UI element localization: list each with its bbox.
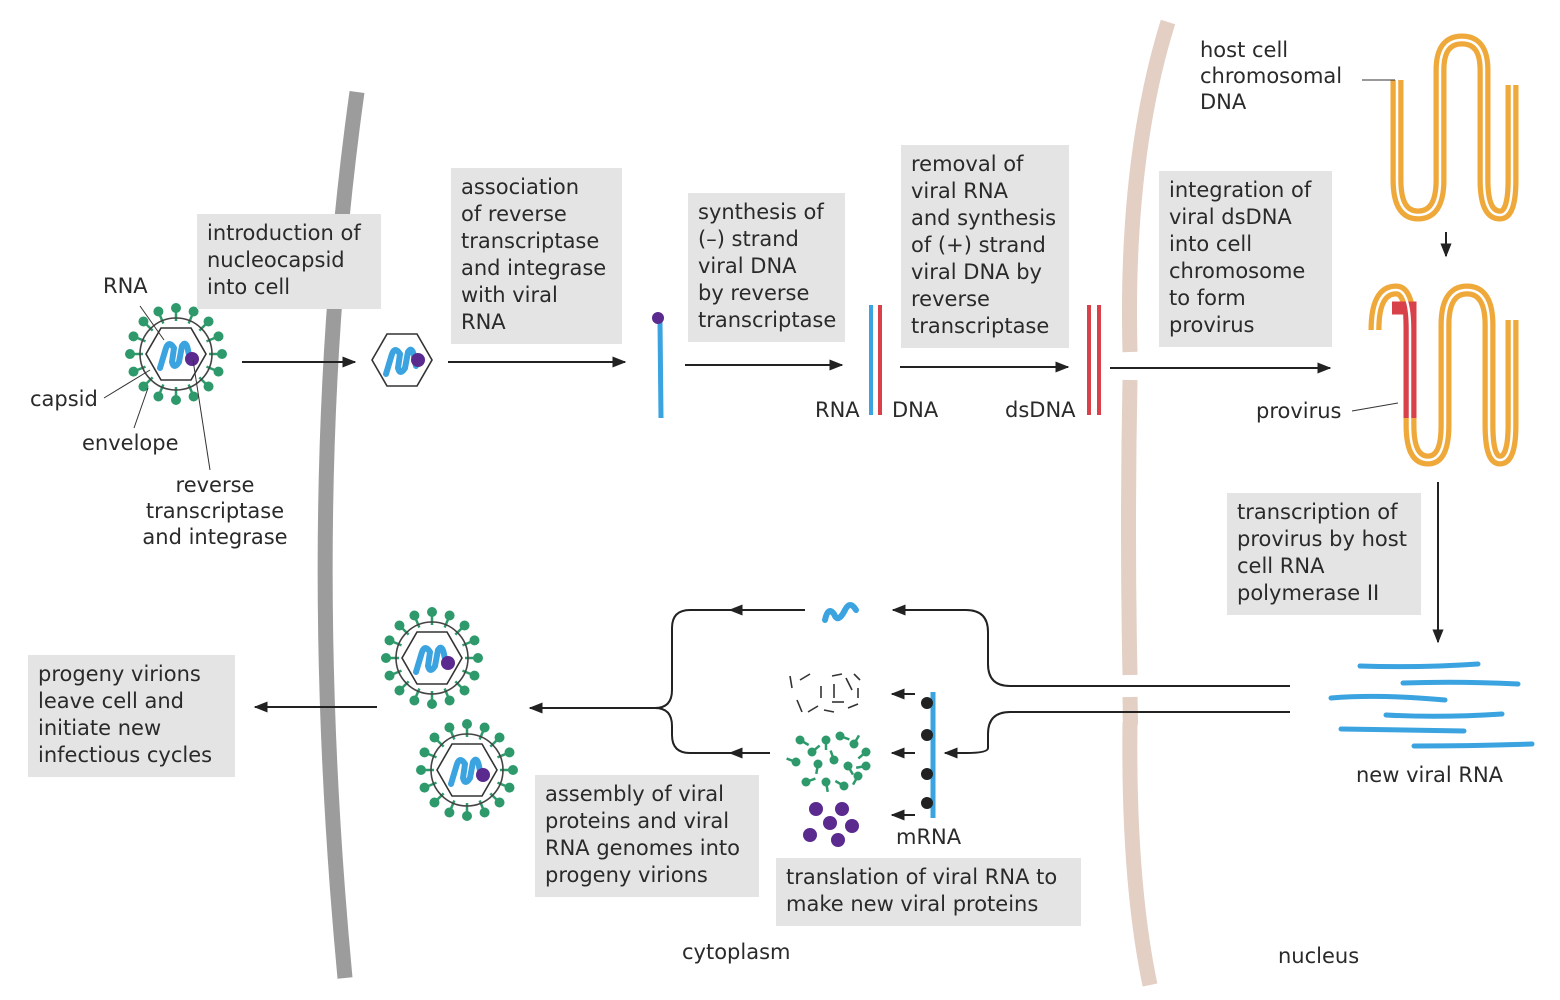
leader-rna: [139, 305, 165, 341]
step-transcription: transcription of provirus by host cell R…: [1227, 493, 1421, 615]
envelope-protein-head: [821, 735, 831, 745]
label-dsdna: dsDNA: [1005, 398, 1076, 422]
translation-arrows: [890, 688, 915, 821]
label-new-viral-rna: new viral RNA: [1356, 763, 1504, 787]
step-plus-strand-synthesis: removal of viral RNA and synthesis of (+…: [901, 145, 1069, 348]
label-rna-virion: RNA: [103, 274, 148, 298]
envelope-protein-head: [843, 761, 853, 771]
label-nucleus: nucleus: [1278, 944, 1360, 968]
progeny-virion-1: [381, 607, 483, 709]
step-release: progeny virions leave cell and initiate …: [28, 655, 235, 777]
capsid-proteins: [789, 673, 861, 713]
step-translation: translation of viral RNA to make new vir…: [776, 858, 1081, 926]
nuclear-envelope-bottom: [1122, 721, 1158, 987]
viral-rna-strand: [657, 321, 664, 419]
nuclear-envelope-middle: [1121, 379, 1138, 676]
envelope-protein-head: [839, 781, 849, 791]
plasma-membrane: [317, 90, 365, 979]
leader-capsid: [103, 369, 151, 399]
envelope-proteins: [786, 731, 871, 793]
envelope-protein-head: [829, 755, 839, 765]
label-envelope: envelope: [82, 431, 179, 455]
leader-envelope: [133, 387, 149, 429]
envelope-protein-head: [801, 777, 811, 787]
step-minus-strand-synthesis: synthesis of (–) strand viral DNA by rev…: [688, 193, 845, 342]
envelope-protein-head: [807, 747, 817, 757]
nuclear-envelope-upper: [1121, 19, 1176, 353]
envelope-protein-head: [849, 739, 859, 749]
label-hybrid-dna: DNA: [892, 398, 939, 422]
envelope-protein-head: [861, 761, 871, 771]
leader-provirus: [1351, 402, 1399, 412]
enzyme-proteins: [803, 802, 859, 847]
new-viral-rna: [1328, 661, 1535, 749]
step-introduction: introduction of nucleocapsid into cell: [197, 214, 381, 309]
progeny-virion-2: [416, 719, 518, 821]
envelope-protein-head: [853, 771, 863, 781]
assembly-bracket-bottom: [654, 707, 770, 754]
envelope-protein-head: [791, 757, 801, 767]
label-capsid: capsid: [30, 387, 98, 411]
envelope-protein-head: [813, 759, 823, 769]
ribosomes: [921, 697, 933, 809]
step-integration: integration of viral dsDNA into cell chr…: [1159, 171, 1332, 347]
label-enzymes: reverse transcriptase and integrase: [142, 473, 288, 549]
assembly-bracket-top: [654, 609, 805, 709]
envelope-protein-head: [835, 731, 845, 741]
nucleocapsid: [371, 333, 433, 387]
label-hybrid-rna: RNA: [815, 398, 860, 422]
step-association: association of reverse transcriptase and…: [451, 168, 622, 344]
envelope-protein-head: [795, 735, 805, 745]
export-path-to-mrna: [943, 711, 1290, 759]
chromosome-with-provirus: [1368, 283, 1519, 467]
host-chromosome: [1390, 33, 1519, 222]
envelope-protein-head: [861, 747, 871, 757]
export-path-to-genome: [891, 604, 1290, 687]
label-provirus: provirus: [1256, 399, 1342, 423]
enzyme-dot: [652, 312, 664, 324]
label-host-dna: host cell chromosomal DNA: [1200, 38, 1343, 114]
nuclear-envelope-lower: [1122, 696, 1138, 731]
envelope-protein-head: [821, 777, 831, 787]
virion-extracellular: [125, 303, 227, 405]
leader-enzymes: [192, 359, 211, 471]
label-cytoplasm: cytoplasm: [682, 940, 791, 964]
label-mrna: mRNA: [896, 825, 962, 849]
step-assembly: assembly of viral proteins and viral RNA…: [535, 775, 759, 897]
genome-rna: [822, 602, 859, 623]
